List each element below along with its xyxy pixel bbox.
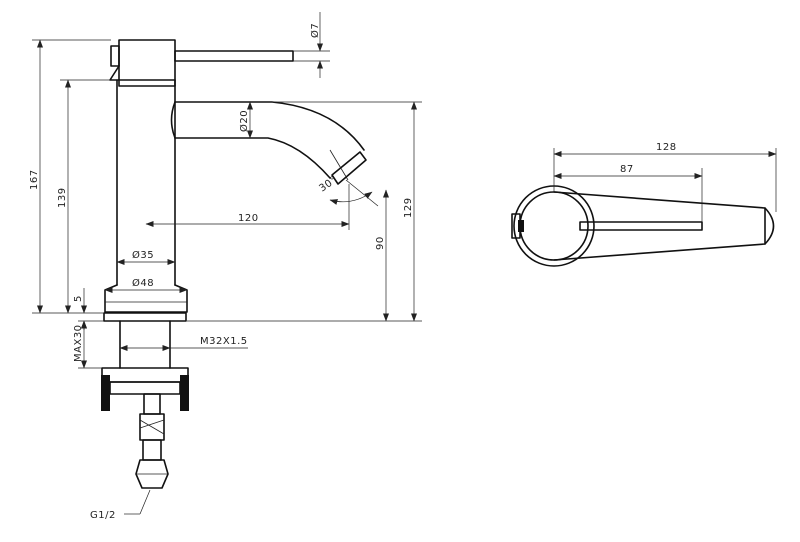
top-dimensions: 128 87	[553, 142, 777, 222]
body-height-label: 139	[57, 187, 68, 208]
handle-diameter-label: Ø7	[309, 23, 321, 38]
top-view: 128 87	[511, 142, 777, 267]
base-plate-label: 5	[73, 295, 84, 302]
spout-height-label: 129	[403, 197, 414, 218]
lever-handle	[109, 39, 294, 87]
connection-label: G1/2	[90, 510, 116, 521]
reach-label: 120	[238, 213, 259, 224]
handle-length-label: 87	[620, 164, 634, 175]
body-diameter-label: Ø35	[132, 249, 154, 261]
right-stud-icon	[180, 375, 189, 411]
side-dimensions: Ø7 Ø20 30° 120 Ø35 Ø48 167	[29, 12, 422, 521]
overall-length-label: 128	[656, 142, 677, 153]
spout-diameter-label: Ø20	[238, 110, 250, 132]
mounting-kit	[101, 312, 189, 489]
spout	[170, 101, 367, 185]
spout-angle-label: 30°	[317, 174, 339, 194]
left-stud-icon	[101, 375, 110, 411]
side-view: Ø7 Ø20 30° 120 Ø35 Ø48 167	[29, 12, 422, 521]
body-circle	[519, 191, 589, 261]
max-deck-label: MAX30	[73, 324, 84, 362]
thread-label: M32X1.5	[200, 336, 248, 347]
top-handle	[579, 221, 703, 231]
total-height-label: 167	[29, 169, 40, 190]
base-circle	[513, 185, 595, 267]
outlet-height-label: 90	[375, 236, 386, 250]
cartridge-icon	[518, 220, 524, 232]
base-diameter-label: Ø48	[132, 277, 154, 289]
